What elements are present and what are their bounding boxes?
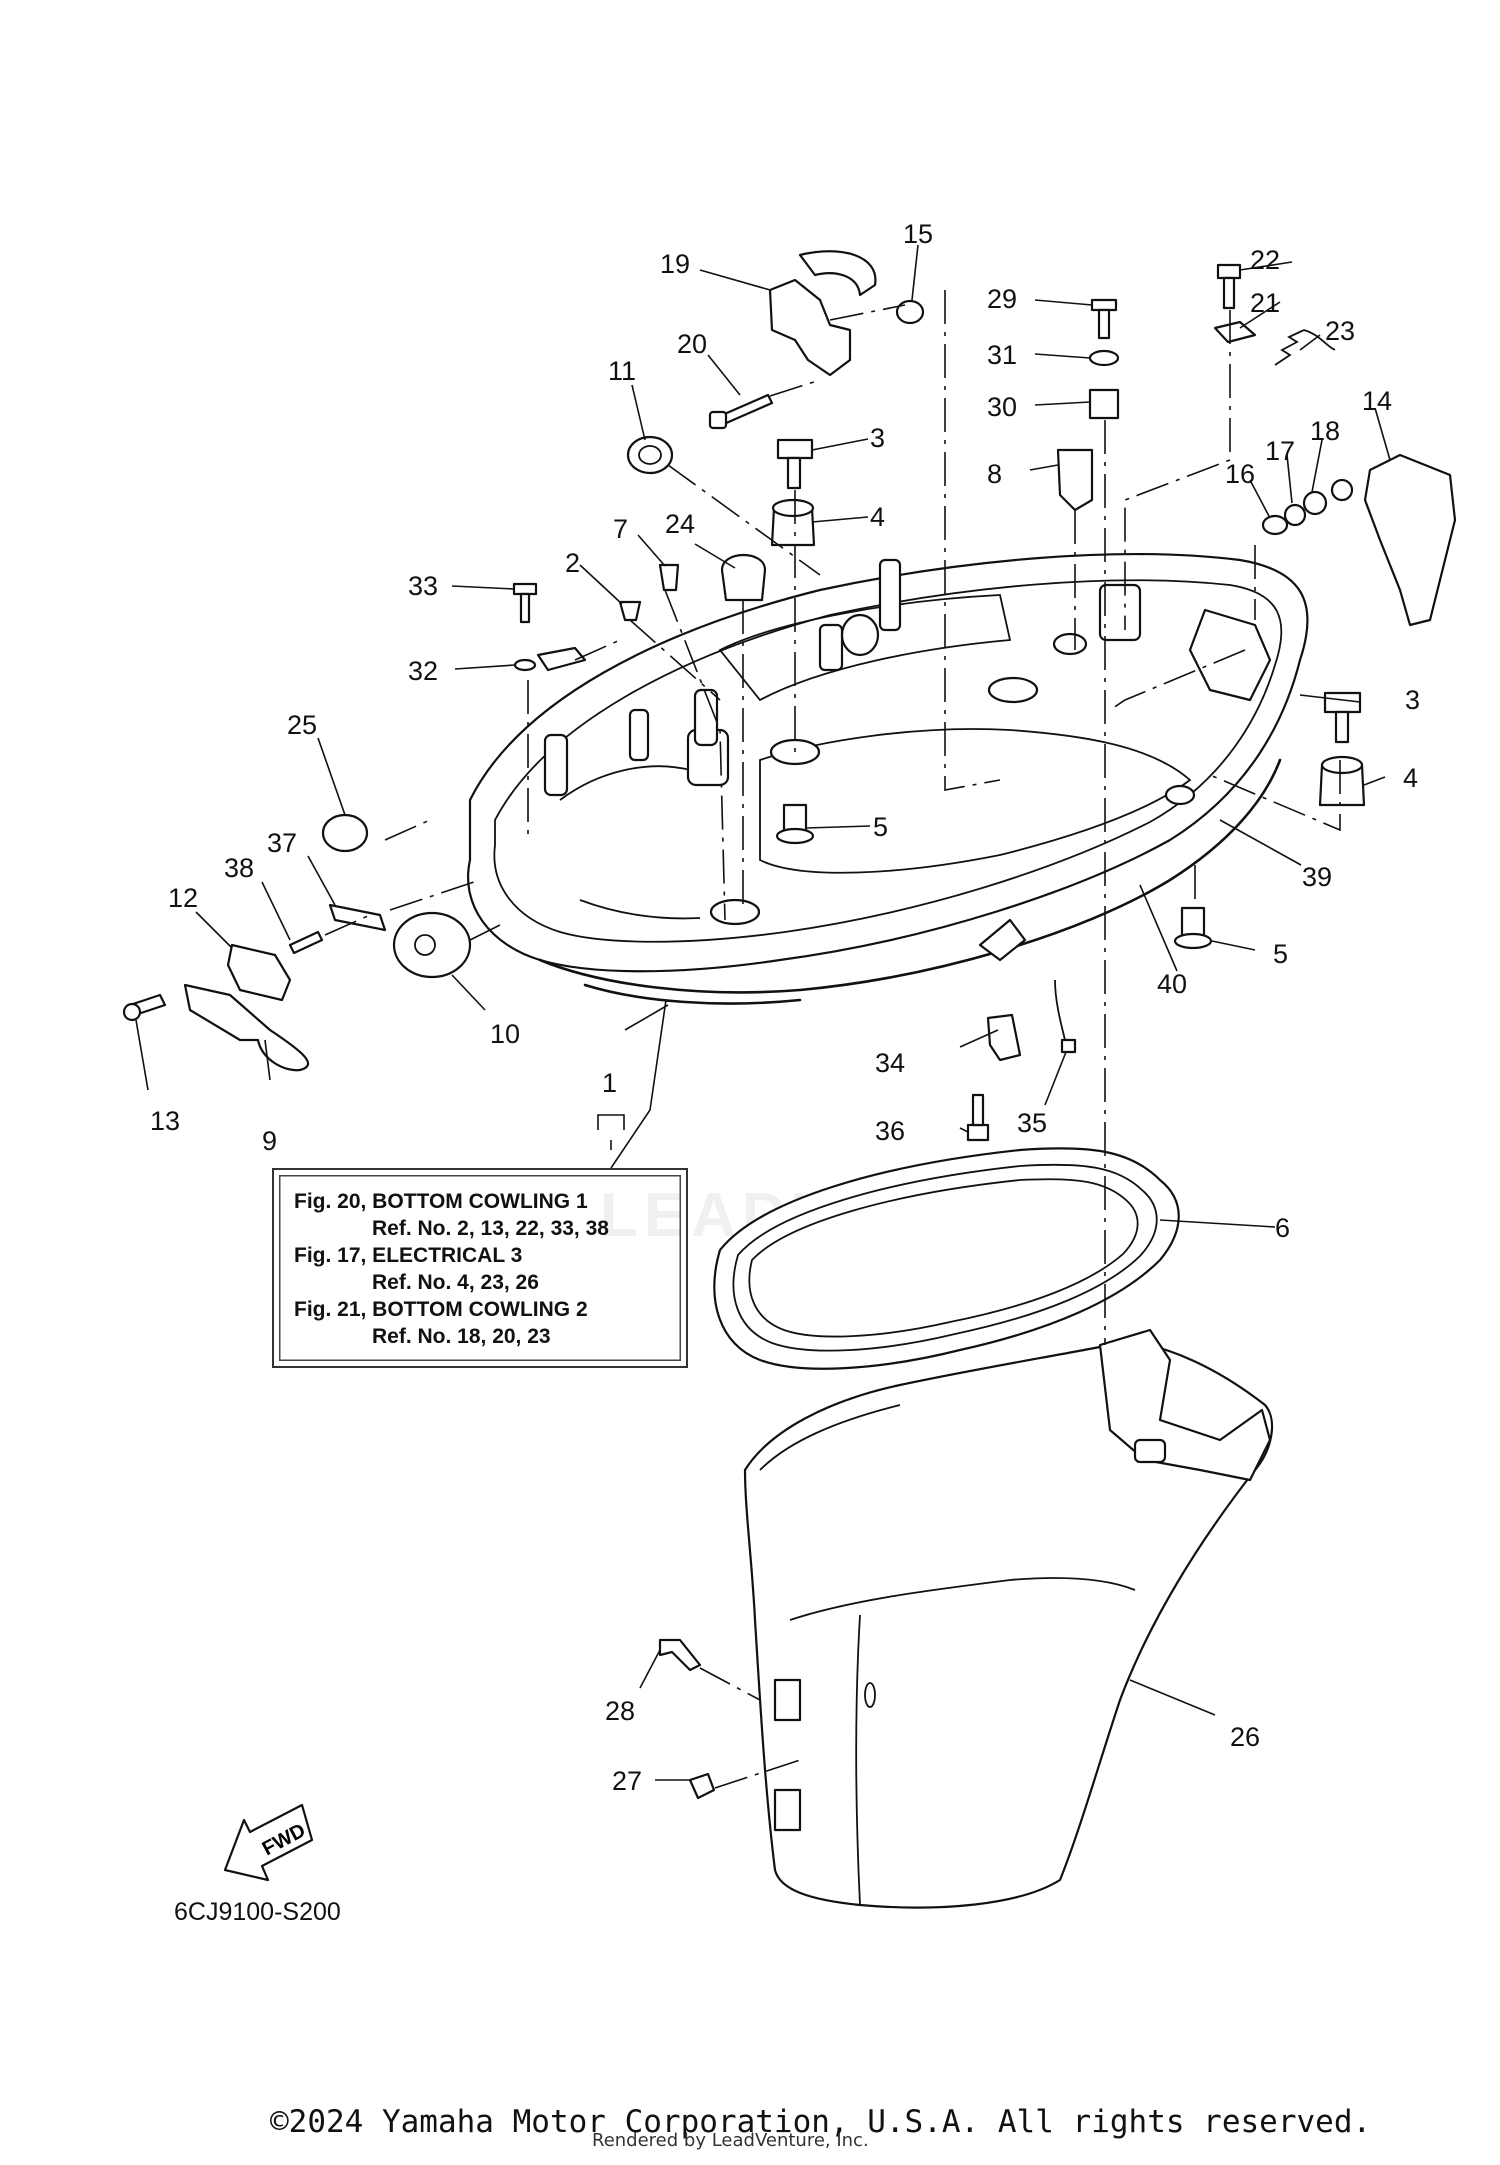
reference-entry: Fig. 20, BOTTOM COWLING 1 Ref. No. 2, 13… — [294, 1188, 666, 1242]
callout-19: 19 — [660, 249, 690, 279]
callout-40: 40 — [1157, 969, 1187, 999]
callout-32: 32 — [408, 656, 438, 686]
apron-cover — [743, 1328, 1274, 1909]
diagram-code: 6CJ9100-S200 — [174, 1898, 341, 1926]
callout-21: 21 — [1250, 288, 1280, 318]
callout-11: 11 — [608, 356, 636, 386]
callout-39: 39 — [1302, 862, 1332, 892]
callout-34: 34 — [875, 1048, 905, 1078]
reference-numbers: Ref. No. 4, 23, 26 — [372, 1271, 539, 1294]
callout-8: 8 — [987, 459, 1002, 489]
callout-23: 23 — [1325, 316, 1355, 346]
fwd-arrow: FWD — [223, 1803, 314, 1882]
callout-1: 1 — [602, 1068, 617, 1098]
callout-18: 18 — [1310, 416, 1340, 446]
callout-2: 2 — [565, 548, 580, 578]
callout-numbers: 1 2 3 3 4 4 5 5 6 7 8 9 10 11 12 13 14 1… — [150, 219, 1420, 1796]
callout-5-center: 5 — [873, 812, 888, 842]
reference-figure: Fig. 17, ELECTRICAL 3 — [294, 1244, 523, 1267]
copyright-notice: ©2024 Yamaha Motor Corporation, U.S.A. A… — [270, 2104, 1372, 2140]
callout-20: 20 — [677, 329, 707, 359]
reference-box: Fig. 20, BOTTOM COWLING 1 Ref. No. 2, 13… — [272, 1168, 688, 1368]
callout-4-upper: 4 — [870, 502, 885, 532]
callout-33: 33 — [408, 571, 438, 601]
bottom-cowling-tray — [467, 553, 1309, 1005]
assembly-lines — [324, 290, 1341, 1789]
callout-3-upper: 3 — [870, 423, 885, 453]
leader-lines — [135, 244, 1391, 1781]
callout-30: 30 — [987, 392, 1017, 422]
callout-13: 13 — [150, 1106, 180, 1136]
callout-29: 29 — [987, 284, 1017, 314]
callout-38: 38 — [224, 853, 254, 883]
callout-31: 31 — [987, 340, 1017, 370]
callout-7: 7 — [613, 514, 628, 544]
callout-27: 27 — [612, 1766, 642, 1796]
callout-26: 26 — [1230, 1722, 1260, 1752]
callout-12: 12 — [168, 883, 198, 913]
reference-entry: Fig. 17, ELECTRICAL 3 Ref. No. 4, 23, 26 — [294, 1242, 666, 1296]
callout-37: 37 — [267, 828, 297, 858]
reference-numbers: Ref. No. 18, 20, 23 — [372, 1325, 551, 1348]
callout-35: 35 — [1017, 1108, 1047, 1138]
callout-4-right: 4 — [1403, 763, 1418, 793]
callout-16: 16 — [1225, 459, 1255, 489]
cowling-gasket — [713, 1147, 1180, 1370]
callout-15: 15 — [903, 219, 933, 249]
callout-6: 6 — [1275, 1213, 1290, 1243]
reference-entry: Fig. 21, BOTTOM COWLING 2 Ref. No. 18, 2… — [294, 1296, 666, 1350]
reference-figure: Fig. 20, BOTTOM COWLING 1 — [294, 1190, 588, 1213]
reference-figure: Fig. 21, BOTTOM COWLING 2 — [294, 1298, 588, 1321]
rendered-by-notice: Rendered by LeadVenture, Inc. — [592, 2130, 869, 2151]
callout-24: 24 — [665, 509, 695, 539]
callout-17: 17 — [1265, 436, 1295, 466]
small-parts — [122, 250, 1457, 1800]
callout-28: 28 — [605, 1696, 635, 1726]
callout-22: 22 — [1250, 245, 1280, 275]
callout-3-right: 3 — [1405, 685, 1420, 715]
callout-5-right: 5 — [1273, 939, 1288, 969]
callout-14: 14 — [1362, 386, 1392, 416]
callout-9: 9 — [262, 1126, 277, 1156]
callout-10: 10 — [490, 1019, 520, 1049]
callout-36: 36 — [875, 1116, 905, 1146]
reference-numbers: Ref. No. 2, 13, 22, 33, 38 — [372, 1217, 609, 1240]
callout-25: 25 — [287, 710, 317, 740]
